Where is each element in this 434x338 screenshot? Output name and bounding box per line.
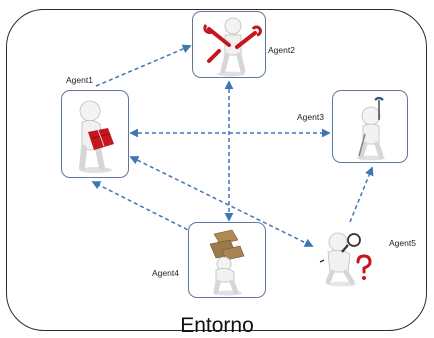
wrench-figure-icon <box>203 17 262 77</box>
arrow-agent4-agent1 <box>91 181 201 237</box>
environment-label: Entorno <box>180 314 254 337</box>
magnifier-question-figure-icon <box>319 232 372 287</box>
agent2-label: Agent2 <box>268 45 295 55</box>
agent3-box <box>332 90 408 163</box>
arrow-agent5-agent3 <box>349 166 374 223</box>
carrying-boxes-figure-icon <box>209 229 245 296</box>
agent2-box <box>192 11 266 78</box>
arrow-agent1-agent2 <box>95 44 192 87</box>
agent1-box <box>61 90 129 178</box>
agent4-box <box>188 222 266 298</box>
agent3-label: Agent3 <box>297 112 324 122</box>
agent1-label: Agent1 <box>66 75 93 85</box>
agent4-label: Agent4 <box>152 268 179 278</box>
reading-book-figure-icon <box>79 100 114 173</box>
arrow-agent1-agent5 <box>129 156 314 247</box>
agent5-label: Agent5 <box>389 238 416 248</box>
hammer-figure-icon <box>357 96 385 161</box>
